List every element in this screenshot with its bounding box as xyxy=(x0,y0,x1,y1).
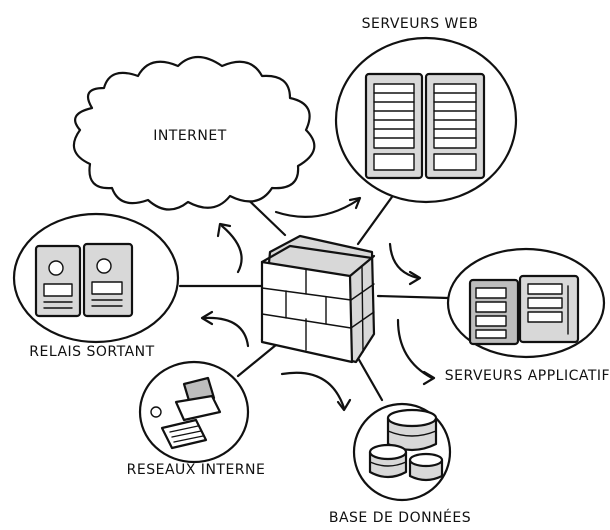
server-tower-icon xyxy=(364,72,424,180)
arrow-to-database xyxy=(280,371,346,410)
app-servers-node: SERVEURS APPLICATIFS xyxy=(445,247,610,384)
database-cylinder-icon xyxy=(408,452,444,482)
arrow-to-relay xyxy=(202,316,250,348)
server-tower-icon xyxy=(82,242,134,318)
internal-network-node: RESEAUX INTERNE xyxy=(127,360,266,478)
outbound-relay-node: RELAIS SORTANT xyxy=(12,212,180,360)
outbound-relay-label: RELAIS SORTANT xyxy=(29,344,154,360)
internet-label: INTERNET xyxy=(153,128,227,144)
link-internal-network xyxy=(236,338,284,378)
database-label: BASE DE DONNÉES xyxy=(329,509,471,526)
firewall-icon xyxy=(260,234,376,364)
database-cylinder-icon xyxy=(368,443,408,479)
database-node: BASE DE DONNÉES xyxy=(329,402,471,526)
server-tower-icon xyxy=(424,72,486,180)
internal-network-label: RESEAUX INTERNE xyxy=(127,462,266,478)
arrow-head xyxy=(200,310,214,326)
arrow-to-app-lower xyxy=(396,318,434,380)
arrow-head xyxy=(348,196,362,210)
arrow-head xyxy=(216,222,232,238)
arrow-head xyxy=(422,370,436,386)
arrow-to-internet xyxy=(220,224,243,274)
link-database xyxy=(356,356,384,402)
rack-server-icon xyxy=(518,274,580,344)
app-servers-label: SERVEURS APPLICATIFS xyxy=(445,368,610,384)
arrow-to-app xyxy=(388,242,420,280)
server-tower-icon xyxy=(34,244,82,318)
internet-cloud: INTERNET xyxy=(72,55,316,211)
arrow-to-web xyxy=(274,198,360,218)
link-app-servers xyxy=(376,294,450,300)
rack-server-icon xyxy=(468,278,520,346)
arrow-head xyxy=(336,398,352,412)
web-servers-node: SERVEURS WEB xyxy=(334,16,518,204)
database-cylinder-icon xyxy=(386,408,438,452)
computer-icon xyxy=(150,376,222,450)
flow-arrows xyxy=(200,196,436,412)
web-servers-label: SERVEURS WEB xyxy=(362,16,479,32)
arrow-head xyxy=(408,270,422,286)
